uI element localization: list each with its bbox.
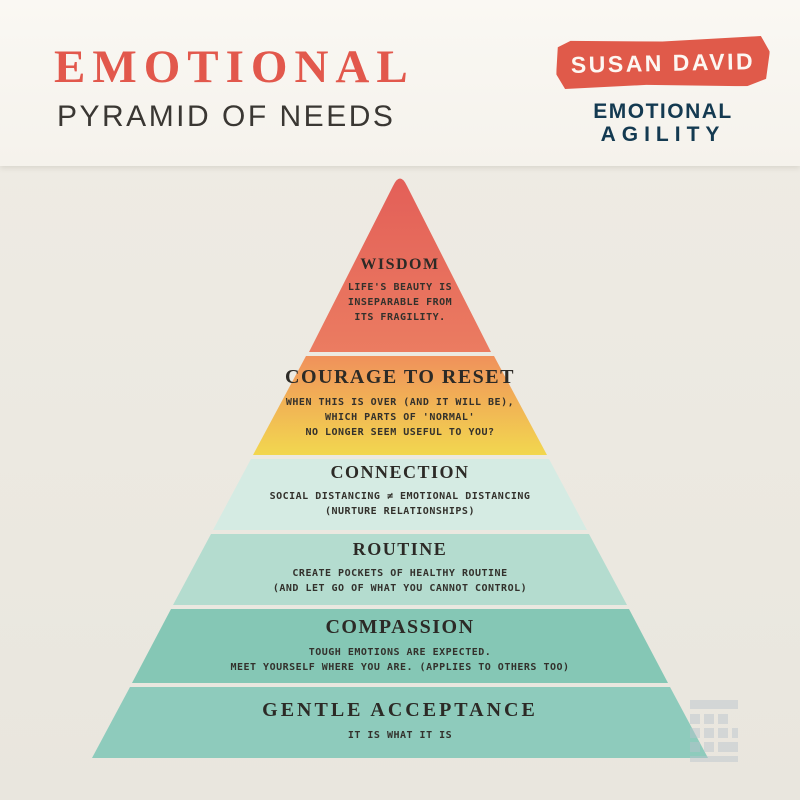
pyramid-level-text-wisdom: WISDOM LIFE'S BEAUTY IS INSEPARABLE FROM… xyxy=(0,256,800,325)
level-title-routine: ROUTINE xyxy=(352,539,448,559)
page-subtitle: PYRAMID OF NEEDS xyxy=(57,100,396,133)
pyramid-level-text-compassion: COMPASSION TOUGH EMOTIONS ARE EXPECTED. … xyxy=(0,616,800,675)
level-line: (AND LET GO OF WHAT YOU CANNOT CONTROL) xyxy=(272,583,528,594)
pyramid-level-text-courage: COURAGE TO RESET WHEN THIS IS OVER (AND … xyxy=(0,366,800,440)
level-title-wisdom: WISDOM xyxy=(360,256,440,273)
pyramid-level-courage-shape xyxy=(253,356,547,455)
pyramid-level-connection-shape xyxy=(213,459,587,530)
page-title: EMOTIONAL xyxy=(54,41,415,93)
header: EMOTIONAL PYRAMID OF NEEDS SUSAN DAVID E… xyxy=(0,0,800,166)
level-line: WHEN THIS IS OVER (AND IT WILL BE), xyxy=(285,397,515,408)
level-line: INSEPARABLE FROM xyxy=(347,297,453,308)
level-line: (NURTURE RELATIONSHIPS) xyxy=(325,506,475,517)
pyramid-level-text-connection: CONNECTION SOCIAL DISTANCING ≠ EMOTIONAL… xyxy=(0,462,800,519)
level-title-compassion: COMPASSION xyxy=(325,616,475,638)
pyramid-level-compassion-shape xyxy=(132,609,668,683)
level-line: MEET YOURSELF WHERE YOU ARE. (APPLIES TO… xyxy=(230,662,570,673)
pyramid-level-routine-shape xyxy=(173,534,627,605)
level-line: TOUGH EMOTIONS ARE EXPECTED. xyxy=(308,647,492,658)
brand-line2: AGILITY xyxy=(600,123,726,147)
pyramid-level-gentle-shape xyxy=(92,687,708,758)
pyramid-level-wisdom-shape xyxy=(309,178,491,352)
level-title-courage: COURAGE TO RESET xyxy=(285,366,515,388)
level-line: LIFE'S BEAUTY IS xyxy=(347,282,453,293)
pyramid-level-text-gentle: GENTLE ACCEPTANCE IT IS WHAT IT IS xyxy=(0,699,800,743)
level-line: NO LONGER SEEM USEFUL TO YOU? xyxy=(305,427,495,438)
brand-line1: EMOTIONAL xyxy=(593,100,733,123)
pyramid-level-text-routine: ROUTINE CREATE POCKETS OF HEALTHY ROUTIN… xyxy=(0,539,800,596)
level-line: ITS FRAGILITY. xyxy=(354,312,446,323)
pixel-grid-logo-icon xyxy=(690,700,738,762)
level-line: IT IS WHAT IT IS xyxy=(347,730,453,741)
level-line: SOCIAL DISTANCING ≠ EMOTIONAL DISTANCING xyxy=(269,491,531,502)
level-line: CREATE POCKETS OF HEALTHY ROUTINE xyxy=(292,568,508,579)
level-title-connection: CONNECTION xyxy=(330,462,470,482)
brand-logo: EMOTIONAL AGILITY xyxy=(556,100,770,146)
level-title-gentle-acceptance: GENTLE ACCEPTANCE xyxy=(262,699,538,721)
level-line: WHICH PARTS OF 'NORMAL' xyxy=(325,412,475,423)
